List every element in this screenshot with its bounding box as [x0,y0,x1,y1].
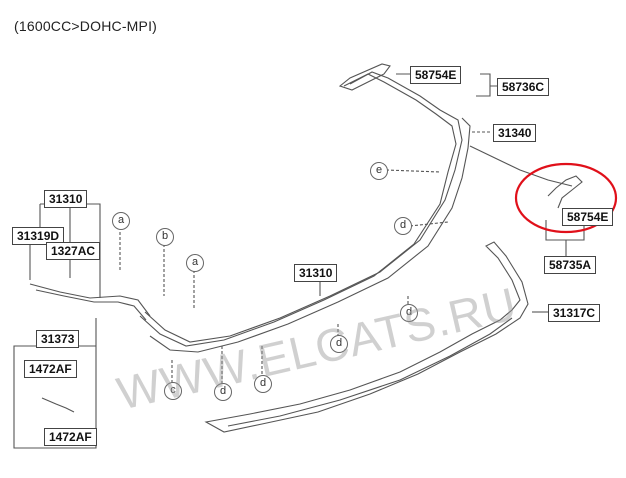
callout-d-3: d [214,383,232,401]
fuel-line-3 [149,117,471,353]
leader-e [385,169,441,173]
bracket-right [547,175,583,209]
part-label-1327ac: 1327AC [46,242,101,260]
part-label-31310-mid: 31310 [294,264,338,282]
fuel-line-2 [139,73,457,347]
bracket-58754e-58736c [396,73,500,97]
part-label-31340: 31340 [493,124,537,142]
left-pipe-2 [35,289,147,321]
variant-title: (1600CC>DOHC-MPI) [14,18,158,34]
part-label-31319d: 31319D [12,227,65,245]
long-bracket [204,241,529,433]
part-label-58735a: 58735A [544,256,597,274]
part-label-1472af-top: 1472AF [24,360,77,378]
callout-b: b [156,228,174,246]
part-1472af [41,397,75,413]
callout-d-4: d [254,375,272,393]
fuel-line-1 [144,71,463,343]
part-label-58754e-right: 58754E [562,208,614,226]
part-label-31373: 31373 [36,330,80,348]
callout-d-5: d [400,304,418,322]
left-pipe [29,283,151,317]
part-label-1472af-bottom: 1472AF [44,428,97,446]
highlight-circle [514,162,618,234]
callout-a-2: a [186,254,204,272]
callout-d-2: d [330,335,348,353]
clip-top [338,63,391,91]
callout-a-1: a [112,212,130,230]
part-label-31317c: 31317C [548,304,601,322]
callout-c: c [164,382,182,400]
part-label-31310-left: 31310 [44,190,88,208]
part-label-58754e-top: 58754E [410,66,462,84]
part-label-58736c: 58736C [497,78,550,96]
long-bracket-inner [227,317,513,427]
leader-d1 [409,221,449,227]
fuel-line-4 [469,145,573,187]
callout-d-1: d [394,217,412,235]
callout-e: e [370,162,388,180]
